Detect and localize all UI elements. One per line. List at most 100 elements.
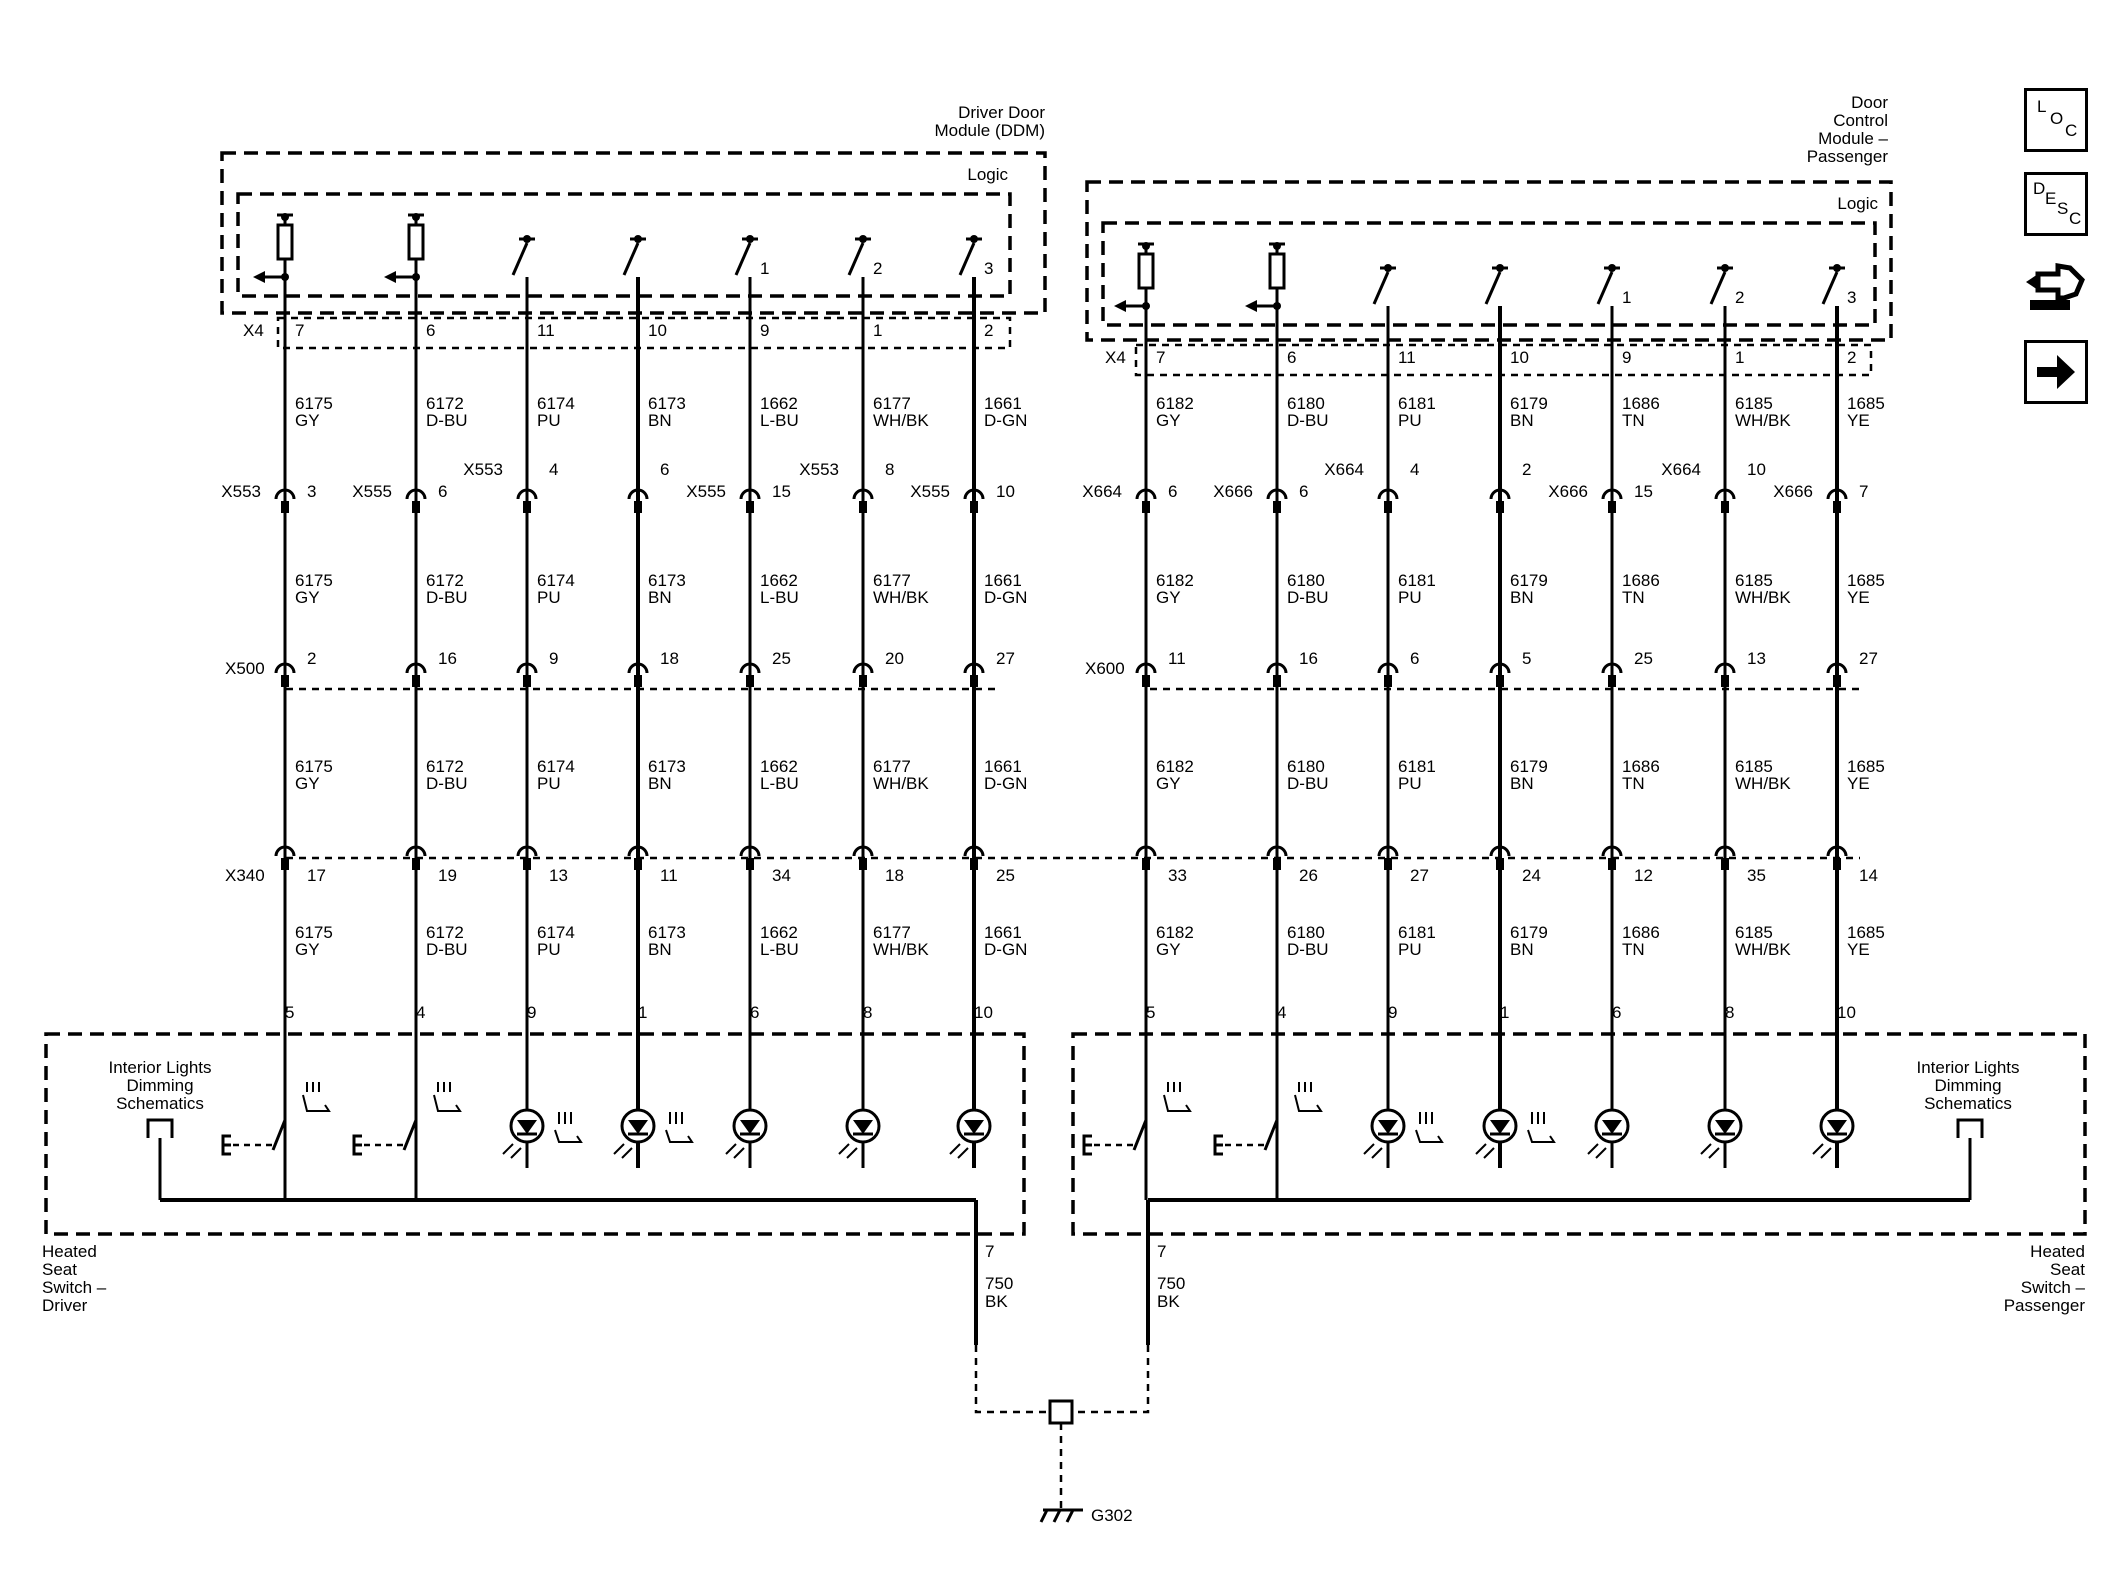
ddm-col4-switch-pin: 6 (750, 1003, 759, 1022)
dcm-col4-color-3: TN (1622, 940, 1645, 959)
driver-dimming-3: Schematics (116, 1094, 204, 1113)
dcm-col6-color-3: YE (1847, 940, 1870, 959)
ddm-col1-inline-arc (405, 488, 427, 500)
ddm-col6-inline-arc (963, 488, 985, 500)
ddm-col0-x4-pin: 7 (295, 321, 304, 340)
dcm-col6-inline-pin (1833, 501, 1841, 513)
dcm-col4-logic-pin-label: 1 (1622, 288, 1631, 307)
dcm-col2-x500-arc (1377, 662, 1399, 674)
dcm-col4-inline-pin (1608, 501, 1616, 513)
ddm-col1-color-2: D-BU (426, 774, 468, 793)
ddm-col0-x500-pin (281, 675, 289, 687)
dcm-col1-circuit-1: 6180 (1287, 571, 1325, 590)
dcm-col4-color-1: TN (1622, 588, 1645, 607)
dcm-title-4: Passenger (1807, 147, 1889, 166)
dcm-col1-color-2: D-BU (1287, 774, 1329, 793)
x500-label: X500 (225, 659, 265, 678)
dcm-col3-circuit-0: 6179 (1510, 394, 1548, 413)
dcm-col3-x340-pin: 24 (1522, 866, 1541, 885)
dcm-col0-x340-arc (1135, 845, 1157, 857)
dcm-col3-led-diode (1490, 1120, 1510, 1134)
ddm-col2-circuit-0: 6174 (537, 394, 575, 413)
ddm-col0-color-2: GY (295, 774, 320, 793)
ddm-col2-x500-pin: 9 (549, 649, 558, 668)
dcm-col1-inline-pin (1273, 501, 1281, 513)
driver-ground-pin: 7 (985, 1242, 994, 1261)
dcm-col5-x4-pin: 1 (1735, 348, 1744, 367)
ddm-col2-contact-dot (523, 235, 531, 243)
ddm-col4-circuit-2: 1662 (760, 757, 798, 776)
harness-icon[interactable] (2024, 254, 2088, 318)
dcm-col5-inline-pin: 10 (1747, 460, 1766, 479)
ddm-col3-seat-heat-icon (665, 1112, 694, 1143)
loc-icon[interactable]: L O C (2024, 88, 2088, 152)
ddm-col4-x4-pin: 9 (760, 321, 769, 340)
ddm-col2-inline-pin (523, 501, 531, 513)
dcm-col1-x500-arc (1266, 662, 1288, 674)
ground-symbol-icon (1039, 1508, 1083, 1523)
ddm-col5-x500-arc (852, 662, 874, 674)
dcm-col1-circuit-0: 6180 (1287, 394, 1325, 413)
dcm-col3-color-2: BN (1510, 774, 1534, 793)
desc-icon[interactable]: D E S C (2024, 172, 2088, 236)
ddm-col0-switch-pin: 5 (285, 1003, 294, 1022)
dcm-col2-x500-pin: 6 (1410, 649, 1419, 668)
ddm-col3-inline-pin (634, 501, 642, 513)
dcm-col3-contact-blade (1484, 271, 1502, 305)
dcm-col3-color-1: BN (1510, 588, 1534, 607)
ddm-col0-res-arrow-icon (253, 271, 265, 283)
dcm-col2-inline-name: X664 (1324, 460, 1364, 479)
dcm-col6-color-1: YE (1847, 588, 1870, 607)
ddm-col1-x340-pin: 19 (438, 866, 457, 885)
dcm-col0-x500-pin (1142, 675, 1150, 687)
ddm-col2-circuit-1: 6174 (537, 571, 575, 590)
ddm-col1-circuit-0: 6172 (426, 394, 464, 413)
ddm-col6-x340-pin: 25 (996, 866, 1015, 885)
dcm-col6-x500-pin: 27 (1859, 649, 1878, 668)
ddm-col5-color-1: WH/BK (873, 588, 929, 607)
dcm-col3-x500-arc (1489, 662, 1511, 674)
ddm-col2-x340-arc (516, 845, 538, 857)
ddm-col1-resistor (407, 223, 425, 261)
ddm-col4-led-diode (740, 1120, 760, 1134)
dcm-col6-circuit-2: 1685 (1847, 757, 1885, 776)
ddm-col3-circuit-1: 6173 (648, 571, 686, 590)
ddm-col1-res-arrow-icon (384, 271, 396, 283)
ddm-col0-circuit-2: 6175 (295, 757, 333, 776)
dcm-col6-x340-pin: 14 (1859, 866, 1878, 885)
ddm-col3-circuit-3: 6173 (648, 923, 686, 942)
ddm-col5-circuit-0: 6177 (873, 394, 911, 413)
next-arrow-icon[interactable] (2024, 340, 2088, 404)
dcm-col6-logic-pin-label: 3 (1847, 288, 1856, 307)
ddm-col6-x4-pin: 2 (984, 321, 993, 340)
ddm-col4-inline-pin: 15 (772, 482, 791, 501)
ddm-col0-inline-name: X553 (221, 482, 261, 501)
dcm-col5-circuit-0: 6185 (1735, 394, 1773, 413)
dcm-col2-inline-pin: 4 (1410, 460, 1419, 479)
dcm-col1-x500-pin (1273, 675, 1281, 687)
ddm-col4-contact-dot (746, 235, 754, 243)
dcm-col5-inline-name: X664 (1661, 460, 1701, 479)
dcm-col2-x340-arc (1377, 845, 1399, 857)
ddm-col3-led-rays (613, 1143, 633, 1159)
ddm-col1-x500-arc (405, 662, 427, 674)
dcm-col4-led-diode (1602, 1120, 1622, 1134)
dcm-col6-led-rays (1812, 1143, 1832, 1159)
dcm-col0-circuit-2: 6182 (1156, 757, 1194, 776)
dcm-col3-inline-pin (1496, 501, 1504, 513)
ddm-col1-x500-pin: 16 (438, 649, 457, 668)
ddm-col2-x500-arc (516, 662, 538, 674)
dcm-col4-x4-pin: 9 (1622, 348, 1631, 367)
ddm-col0-inline-pin (281, 501, 289, 513)
dcm-col3-switch-pin: 1 (1500, 1003, 1509, 1022)
dcm-col3-contact-dot (1496, 264, 1504, 272)
ddm-col0-x340-pin: 17 (307, 866, 326, 885)
dcm-col3-x500-pin: 5 (1522, 649, 1531, 668)
dcm-col0-x500-arc (1135, 662, 1157, 674)
ddm-col4-x500-arc (739, 662, 761, 674)
dcm-col3-x340-pin (1496, 858, 1504, 870)
dcm-col0-x340-pin: 33 (1168, 866, 1187, 885)
ddm-col5-inline-pin (859, 501, 867, 513)
dcm-col5-x500-arc (1714, 662, 1736, 674)
dcm-col5-color-3: WH/BK (1735, 940, 1791, 959)
